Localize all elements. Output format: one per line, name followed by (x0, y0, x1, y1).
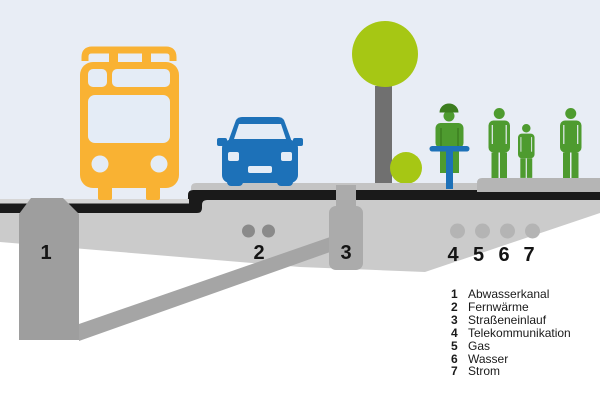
cyclist-torso (435, 123, 464, 148)
street-drain-icon (329, 185, 363, 270)
tram-pantograph-post (142, 52, 151, 63)
legend-item-number: 1 (451, 287, 458, 301)
bicycle-frame (446, 150, 453, 189)
cyclist-icon (429, 103, 470, 189)
cyclist-leg (451, 148, 459, 173)
utility-dots-icon (450, 223, 540, 239)
legend-item-label: Wasser (468, 351, 509, 366)
telecom-dot (450, 223, 465, 239)
callout-4: 4 (447, 244, 459, 266)
legend-item: 1 Abwasserkanal (451, 288, 571, 301)
tram-pantograph (81, 46, 177, 61)
car-headlight (228, 152, 239, 161)
legend-item-number: 3 (451, 312, 458, 327)
tram-route-window (88, 69, 107, 87)
tree-foliage (352, 21, 418, 87)
tram-windshield (88, 95, 170, 143)
callout-1: 1 (40, 242, 51, 264)
legend-item-label: Strom (468, 364, 501, 379)
car-icon (217, 117, 303, 186)
legend-item-number: 7 (451, 364, 458, 379)
sidewalk (477, 178, 600, 192)
car-headlight (281, 152, 292, 161)
callout-5: 5 (473, 244, 484, 266)
tree-icon (352, 21, 418, 187)
car-windshield (234, 124, 286, 139)
cyclist-head (443, 110, 455, 122)
tram-icon (80, 46, 179, 200)
legend-item-label: Abwasserkanal (468, 287, 550, 301)
street-drain-body (329, 206, 363, 270)
bicycle-handlebar (429, 146, 470, 152)
legend-item-label: Gas (468, 338, 491, 353)
legend-item: 3 Straßeneinlauf (451, 312, 571, 327)
legend-item-label: Fernwärme (468, 299, 529, 314)
legend-item-number: 4 (451, 325, 458, 340)
tram-headlight (150, 155, 168, 173)
sewer-shaft-icon (19, 198, 79, 340)
tram-pantograph-post (109, 52, 118, 63)
water-dot (500, 223, 515, 239)
cyclist-helmet (439, 103, 459, 113)
legend-item: 2 Fernwärme (451, 299, 571, 314)
callout-2: 2 (253, 242, 264, 264)
drain-connection-pipe (79, 236, 333, 341)
ground-cross-section (0, 199, 600, 272)
tram-bed-surface (0, 199, 189, 204)
heating-pipe-dot (262, 224, 275, 238)
legend: 1 Abwasserkanal 2 Fernwärme 3 Straßeneinlau… (451, 288, 571, 378)
tram-destination-window (112, 69, 170, 87)
gas-dot (475, 223, 490, 239)
tree-trunk (375, 86, 392, 187)
tram-wheel (98, 186, 112, 200)
legend-item: 6 Wasser (451, 351, 571, 366)
car-body (222, 140, 298, 183)
legend-item: 7 Strom (451, 365, 571, 378)
callout-3: 3 (340, 242, 351, 264)
legend-item-number: 6 (451, 351, 458, 366)
power-dot (525, 223, 540, 239)
legend-item: 5 Gas (451, 338, 571, 353)
asphalt-layer (0, 190, 600, 213)
cyclist-leg (440, 148, 448, 173)
callout-6: 6 (498, 244, 509, 266)
legend-item: 4 Telekommunikation (451, 325, 571, 340)
legend-item-number: 5 (451, 338, 458, 353)
district-heating-dots-icon (242, 224, 275, 238)
legend-item-label: Telekommunikation (468, 325, 571, 340)
callout-7: 7 (523, 244, 534, 266)
legend-item-label: Straßeneinlauf (468, 312, 547, 327)
legend-item-number: 2 (451, 299, 458, 314)
heating-pipe-dot (242, 224, 255, 238)
tram-headlight (91, 155, 109, 173)
car-license-plate (248, 166, 272, 173)
tram-wheel (146, 186, 160, 200)
bush-icon (390, 152, 422, 184)
